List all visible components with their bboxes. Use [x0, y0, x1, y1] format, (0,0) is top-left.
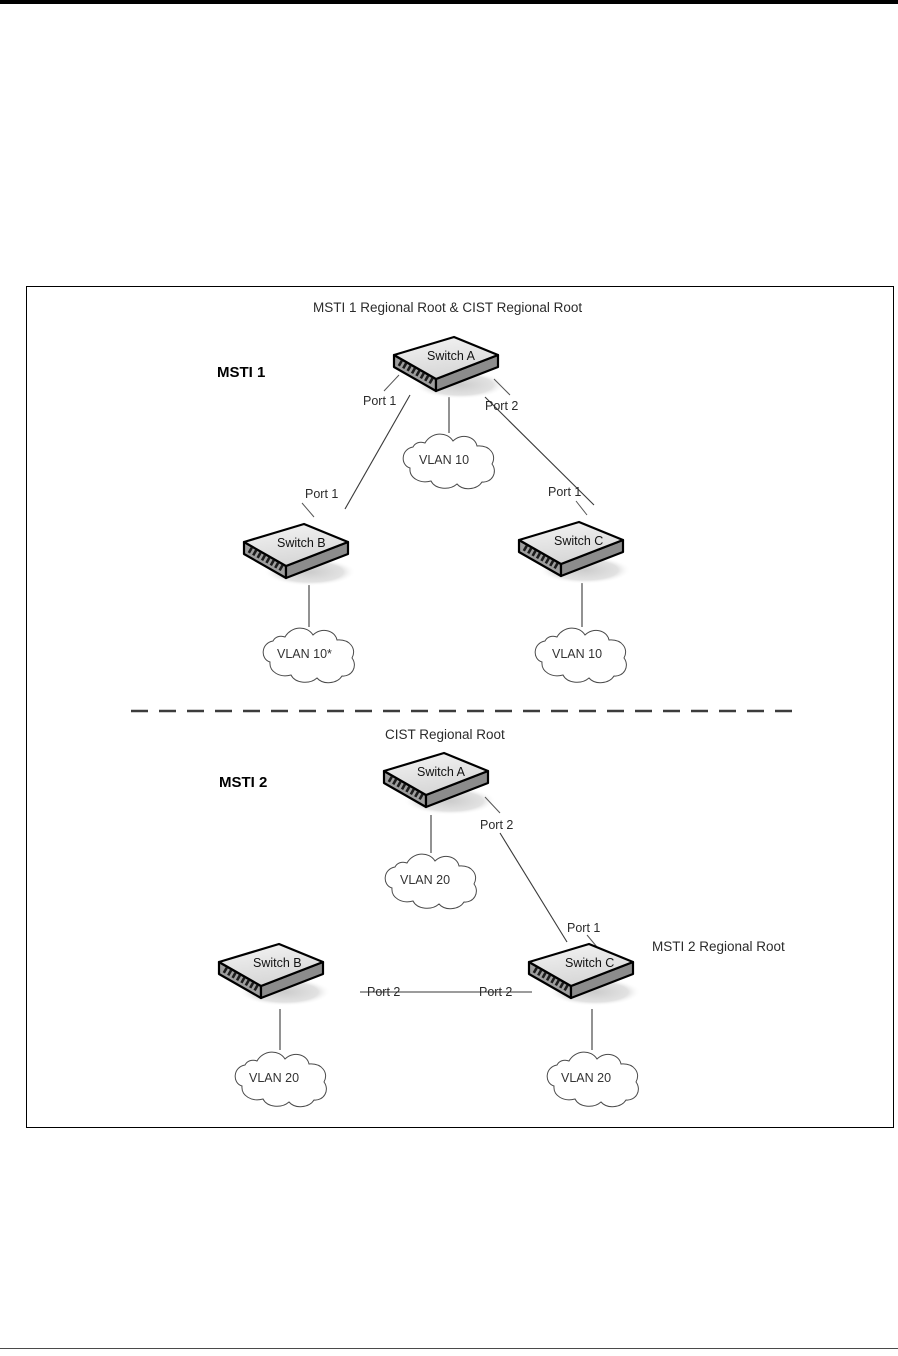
leader-a-p2 [493, 378, 511, 396]
port-label-c2-p1: Port 1 [567, 921, 600, 935]
leader-a2-p2 [484, 796, 501, 814]
cloud-vlan-c-msti1-label: VLAN 10 [552, 647, 602, 661]
port-label-b2-p2: Port 2 [367, 985, 400, 999]
port-label-a-p2: Port 2 [485, 399, 518, 413]
cloud-vlan-a-msti2-label: VLAN 20 [400, 873, 450, 887]
msti2-regional-root-annotation: MSTI 2 Regional Root [652, 939, 785, 954]
switch-c-msti1-icon[interactable] [517, 520, 633, 586]
switch-c-msti1-label: Switch C [554, 534, 603, 548]
switch-b-msti1-icon[interactable] [242, 522, 358, 588]
msti1-title: MSTI 1 [217, 364, 265, 381]
switch-a-msti1-icon[interactable] [392, 335, 508, 401]
switch-a-msti2-label: Switch A [417, 765, 466, 779]
cloud-vlan-a-msti1-label: VLAN 10 [419, 453, 469, 467]
switch-a-msti1-label: Switch A [427, 349, 476, 363]
switch-b-msti1-label: Switch B [277, 536, 326, 550]
port-label-c2-p2: Port 2 [479, 985, 512, 999]
msti2-title: MSTI 2 [219, 774, 267, 791]
port-label-c-p1: Port 1 [548, 485, 581, 499]
network-diagram: MSTI 1 Regional Root & CIST Regional Roo… [131, 300, 797, 1108]
leader-c2-p1 [586, 934, 598, 948]
page-bottom-rule [0, 1348, 898, 1349]
figure-border: MSTI 1 Regional Root & CIST Regional Roo… [26, 286, 894, 1128]
port-label-b-p1: Port 1 [305, 487, 338, 501]
link-a1-b1 [344, 394, 411, 510]
page-top-rule [0, 0, 898, 4]
switch-c-msti2-icon[interactable] [527, 942, 643, 1008]
switch-a-msti2-icon[interactable] [382, 751, 498, 817]
leader-a-p1 [383, 374, 400, 392]
link-a2-c1 [484, 396, 595, 506]
port-label-a2-p2: Port 2 [480, 818, 513, 832]
cloud-vlan-b-msti2-label: VLAN 20 [249, 1071, 299, 1085]
msti1-heading: MSTI 1 Regional Root & CIST Regional Roo… [313, 300, 582, 315]
switch-c-msti2-label: Switch C [565, 956, 614, 970]
cloud-vlan-c-msti2-label: VLAN 20 [561, 1071, 611, 1085]
port-label-a-p1: Port 1 [363, 394, 396, 408]
link-a2p2-c2p1 [499, 832, 568, 943]
leader-c-p1 [575, 500, 588, 516]
cloud-vlan-b-msti1-label: VLAN 10* [277, 647, 332, 661]
msti2-heading: CIST Regional Root [385, 727, 505, 742]
switch-b-msti2-label: Switch B [253, 956, 302, 970]
leader-b-p1 [301, 502, 315, 518]
switch-b-msti2-icon[interactable] [217, 942, 333, 1008]
